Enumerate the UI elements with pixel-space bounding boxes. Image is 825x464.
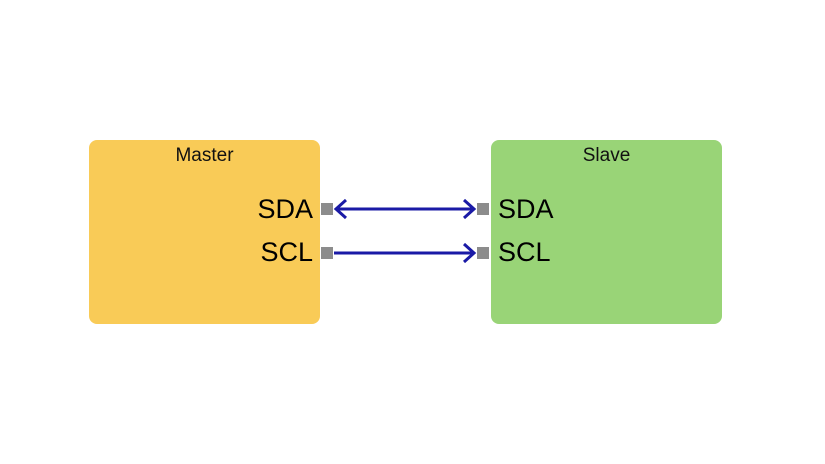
- master-pin-scl: SCL: [260, 237, 313, 267]
- sda-arrowhead-right-icon: [462, 198, 477, 220]
- slave-pin-scl: SCL: [498, 237, 551, 267]
- slave-scl-port: [477, 247, 489, 259]
- slave-pin-sda: SDA: [498, 194, 554, 224]
- scl-connection: [334, 242, 477, 264]
- master-block: Master SDA SCL: [89, 140, 320, 324]
- master-pin-sda: SDA: [257, 194, 313, 224]
- slave-title: Slave: [582, 145, 631, 166]
- master-title: Master: [175, 145, 234, 166]
- master-scl-port: [321, 247, 333, 259]
- scl-arrowhead-right-icon: [462, 242, 477, 264]
- slave-block: Slave SDA SCL: [491, 140, 722, 324]
- sda-connection: [333, 198, 477, 220]
- master-sda-port: [321, 203, 333, 215]
- sda-arrowhead-left-icon: [333, 198, 348, 220]
- slave-sda-port: [477, 203, 489, 215]
